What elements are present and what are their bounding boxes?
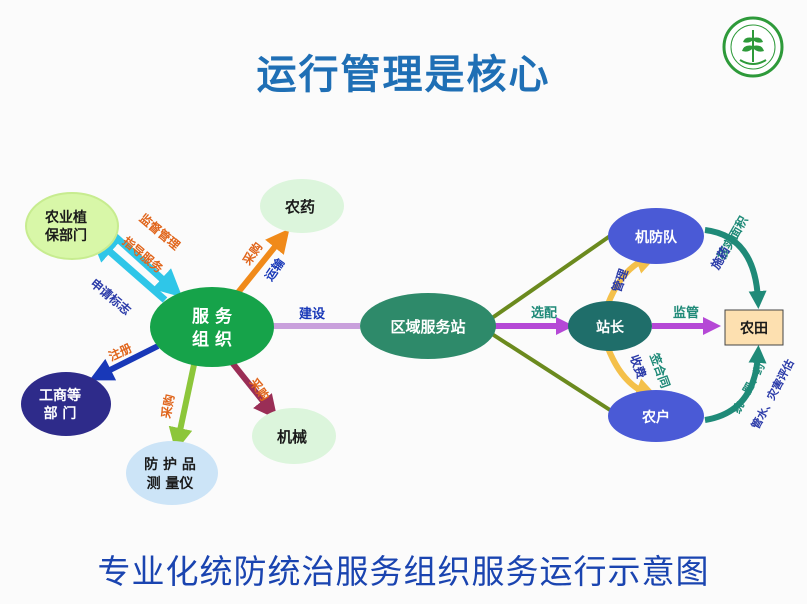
node-machinery-label: 机械 <box>277 428 307 446</box>
edge-station-to-farmer <box>490 332 612 412</box>
node-field <box>724 309 784 346</box>
node-commerce-line2: 部 门 <box>44 405 77 422</box>
node-protection <box>126 441 218 505</box>
edge-station-to-team <box>490 234 612 320</box>
label-manage: 管理 <box>609 267 631 295</box>
node-master <box>568 301 652 351</box>
edge-org-to-commerce <box>89 343 160 381</box>
label-sign: 签合同 <box>647 350 674 390</box>
node-master-label: 站长 <box>596 319 625 336</box>
node-field-label: 农田 <box>739 320 768 337</box>
node-protection-line1: 防 护 品 <box>144 456 196 473</box>
node-commerce-line1: 工商等 <box>39 387 81 404</box>
node-protection-line2: 测 量仪 <box>147 475 195 492</box>
edge-team-to-field <box>704 227 767 309</box>
node-service-org-line1: 服 务 <box>192 306 233 327</box>
node-agency <box>25 192 119 260</box>
node-service-org <box>150 287 274 367</box>
node-agency-line1: 农业植 <box>44 209 87 226</box>
node-team <box>608 208 704 264</box>
label-apply: 申请标志 <box>88 275 134 317</box>
node-pesticide-label: 农药 <box>284 198 315 216</box>
node-station-label: 区域服务站 <box>390 318 465 336</box>
node-agency-line2: 保部门 <box>44 227 87 244</box>
edge-org-to-machinery <box>227 358 278 420</box>
node-farmer-label: 农户 <box>641 409 670 426</box>
edge-org-to-protection <box>168 359 198 452</box>
label-build: 建设 <box>299 306 326 322</box>
label-monitor: 监管 <box>673 305 699 321</box>
node-service-org-line2: 组 织 <box>192 329 232 350</box>
edge-agency-to-org <box>105 227 183 298</box>
label-assign: 选配 <box>531 305 557 321</box>
node-machinery <box>252 408 336 464</box>
node-commerce <box>21 372 111 436</box>
diagram-caption: 专业化统防统治服务组织服务运行示意图 <box>97 552 710 591</box>
node-team-label: 机防队 <box>635 229 678 246</box>
slide-title: 运行管理是核心 <box>256 52 551 98</box>
label-fee: 收费 <box>627 353 649 381</box>
node-pesticide <box>260 179 344 233</box>
node-farmer <box>608 390 704 442</box>
edge-farmer-to-field <box>704 345 767 423</box>
edge-org-to-pesticide <box>229 228 290 302</box>
node-station <box>360 293 496 359</box>
label-buy-protection: 采购 <box>158 393 177 420</box>
organization-logo <box>722 16 784 78</box>
